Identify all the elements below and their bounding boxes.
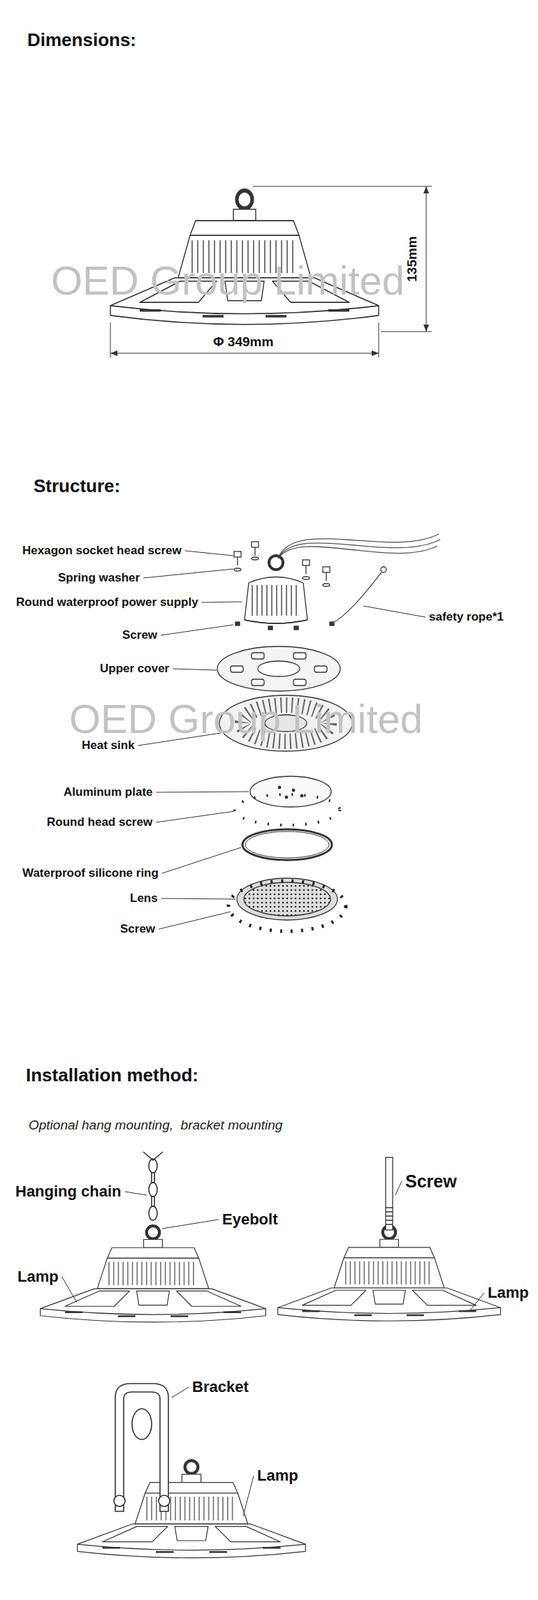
callout-label: Screw xyxy=(405,1171,457,1193)
leader-line xyxy=(155,811,235,824)
part-label: Aluminum plate xyxy=(63,786,154,801)
section-heading: Dimensions: xyxy=(27,29,137,52)
part-label: Round head screw xyxy=(46,816,153,831)
leader-line xyxy=(161,899,236,900)
part-label: Screw xyxy=(122,628,158,643)
part-label: Heat sink xyxy=(81,739,135,754)
leader-line xyxy=(160,625,234,636)
leader-line xyxy=(185,551,234,557)
lamp-drawing xyxy=(278,1226,501,1322)
lamp-drawing xyxy=(40,1226,267,1324)
leader-line xyxy=(62,1277,77,1304)
watermark: OED Group Limited xyxy=(69,695,423,745)
callout-label: Lamp xyxy=(257,1467,299,1487)
callout-label: Lamp xyxy=(487,1284,529,1304)
leader-line xyxy=(171,1388,189,1399)
part-label: Waterproof silicone ring xyxy=(22,867,159,882)
part-label: Spring washer xyxy=(57,571,140,586)
leader-line xyxy=(395,1182,402,1197)
part-label: Lens xyxy=(129,892,158,907)
leader-line xyxy=(243,1477,254,1518)
lamp-drawing xyxy=(77,1461,306,1559)
leader-line xyxy=(156,792,249,794)
part-label: safety rope*1 xyxy=(429,610,504,625)
callout-label: Eyebolt xyxy=(222,1211,278,1230)
callout-label: Hanging chain xyxy=(15,1183,122,1202)
leader-line xyxy=(125,1192,147,1197)
leader-line xyxy=(172,669,217,671)
mounting-note: Optional hang mounting, bracket mounting xyxy=(28,1118,283,1135)
leader-line xyxy=(162,848,242,875)
dimension-label: Φ 349mm xyxy=(213,334,274,351)
section-heading: Structure: xyxy=(33,475,121,498)
watermark: OED Group Limited xyxy=(51,256,405,306)
leader-line xyxy=(469,1293,485,1313)
callout-label: Bracket xyxy=(192,1379,249,1398)
part-label: Hexagon socket head screw xyxy=(22,544,182,559)
leader-line xyxy=(201,602,242,603)
section-heading: Installation method: xyxy=(25,1065,199,1088)
part-label: Upper cover xyxy=(99,662,170,677)
part-label: Screw xyxy=(120,922,156,937)
part-label: Round waterproof power supply xyxy=(16,595,199,610)
hanging-chain xyxy=(143,1152,163,1222)
leader-line xyxy=(158,912,231,930)
leader-line xyxy=(363,606,426,618)
mounting-bracket xyxy=(113,1384,170,1513)
leader-line xyxy=(162,1220,219,1230)
dimension-label: 135mm xyxy=(404,236,421,283)
callout-label: Lamp xyxy=(17,1268,59,1288)
lamp-drawing xyxy=(110,190,379,325)
leader-line xyxy=(143,569,234,579)
screw-rod xyxy=(385,1158,393,1232)
